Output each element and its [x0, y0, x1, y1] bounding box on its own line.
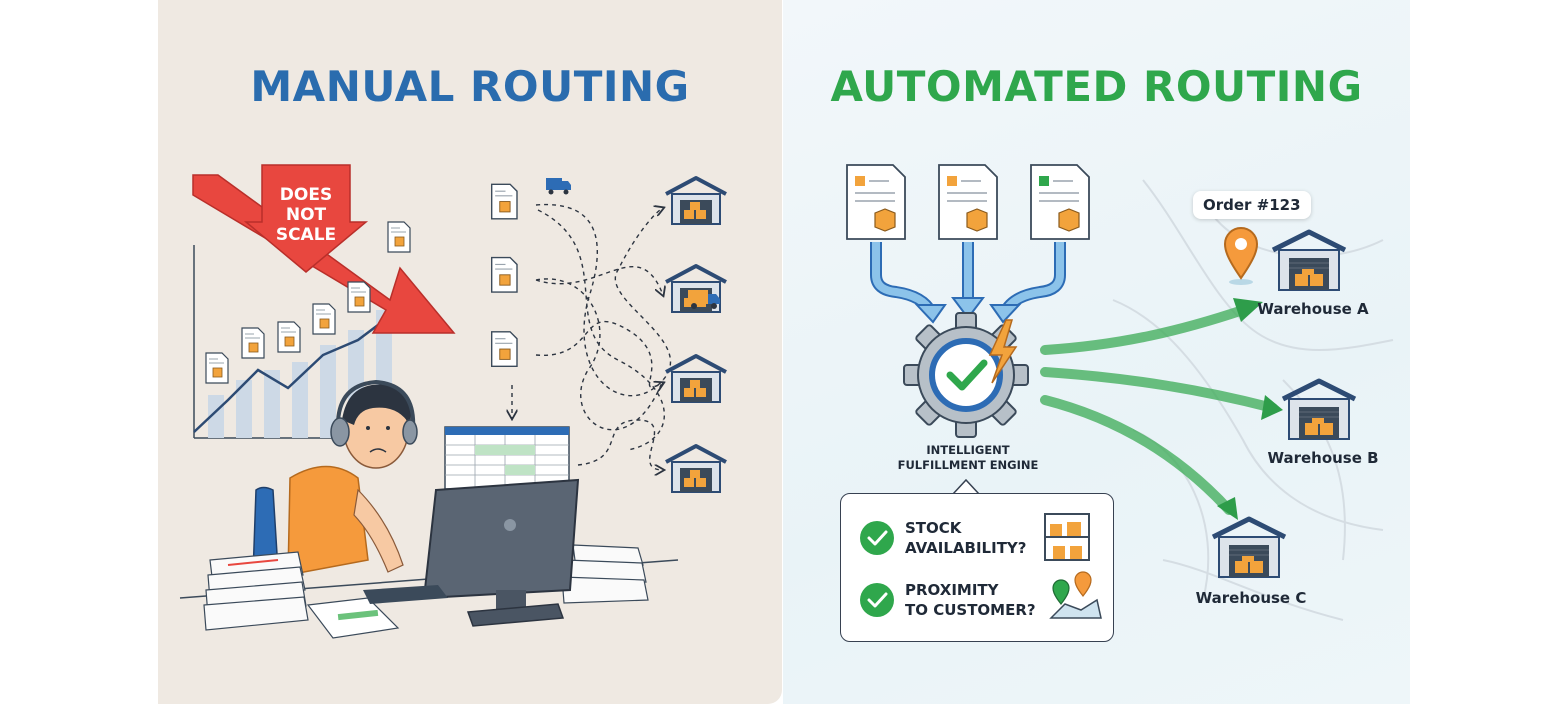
stressed-worker [179, 379, 679, 599]
automated-routing-panel: AUTOMATED ROUTING [783, 0, 1410, 704]
engine-label: INTELLIGENT FULFILLMENT ENGINE [883, 443, 1053, 473]
fulfillment-engine-gear [903, 312, 1029, 438]
warehouse-icons [664, 176, 728, 494]
check-proximity-line-1: PROXIMITY [905, 581, 999, 599]
checklist-pointer [952, 478, 980, 495]
lightning-icon [988, 319, 1018, 384]
orders-to-engine-flow [870, 242, 1066, 324]
manual-routing-title: MANUAL ROUTING [250, 62, 690, 111]
warehouse-a-label: Warehouse A [1257, 300, 1369, 318]
routing-arrows [1040, 305, 1278, 515]
check-stock: STOCK AVAILABILITY? [905, 518, 1027, 558]
check-proximity: PROXIMITY TO CUSTOMER? [905, 580, 1036, 620]
callout-line-2: NOT [286, 205, 327, 225]
does-not-scale-arrow [192, 164, 456, 334]
tangled-routes [512, 203, 672, 470]
check-proximity-line-2: TO CUSTOMER? [905, 601, 1036, 619]
automated-routing-illustration: Warehouse A Warehouse B Warehouse C [846, 164, 1394, 621]
location-pin-icon [1223, 227, 1259, 285]
warehouse-b-label: Warehouse B [1267, 449, 1378, 467]
spreadsheet-window [444, 426, 570, 490]
manual-routing-illustration: DOES NOT SCALE [179, 164, 728, 639]
checklist-graphics [860, 513, 1102, 619]
engine-label-line-2: FULFILLMENT ENGINE [897, 458, 1039, 472]
map-pins-icon [1049, 571, 1102, 619]
manual-routing-panel: MANUAL ROUTING [158, 0, 782, 704]
engine-label-line-1: INTELLIGENT [926, 443, 1010, 457]
warehouse-c-label: Warehouse C [1196, 589, 1307, 607]
automated-routing-title: AUTOMATED ROUTING [830, 62, 1363, 111]
decision-checklist: STOCK AVAILABILITY? PROXIMITY TO CUSTOME… [840, 493, 1114, 642]
truck-icon [546, 178, 571, 195]
check-circle-icon [860, 521, 894, 555]
truck-in-warehouse-icon [688, 290, 720, 309]
computer-monitor [363, 478, 580, 627]
incoming-orders [491, 183, 518, 367]
routing-arrowheads [1217, 298, 1283, 520]
callout-line-1: DOES [280, 185, 332, 205]
callout-line-3: SCALE [276, 225, 336, 245]
paper-stacks [203, 544, 649, 639]
incoming-orders [846, 164, 1090, 240]
check-stock-line-2: AVAILABILITY? [905, 539, 1027, 557]
check-stock-line-1: STOCK [905, 519, 962, 537]
shelving-icon [1044, 513, 1090, 561]
check-circle-icon [860, 583, 894, 617]
background-map [1112, 179, 1394, 621]
order-badge: Order #123 [1193, 191, 1311, 219]
